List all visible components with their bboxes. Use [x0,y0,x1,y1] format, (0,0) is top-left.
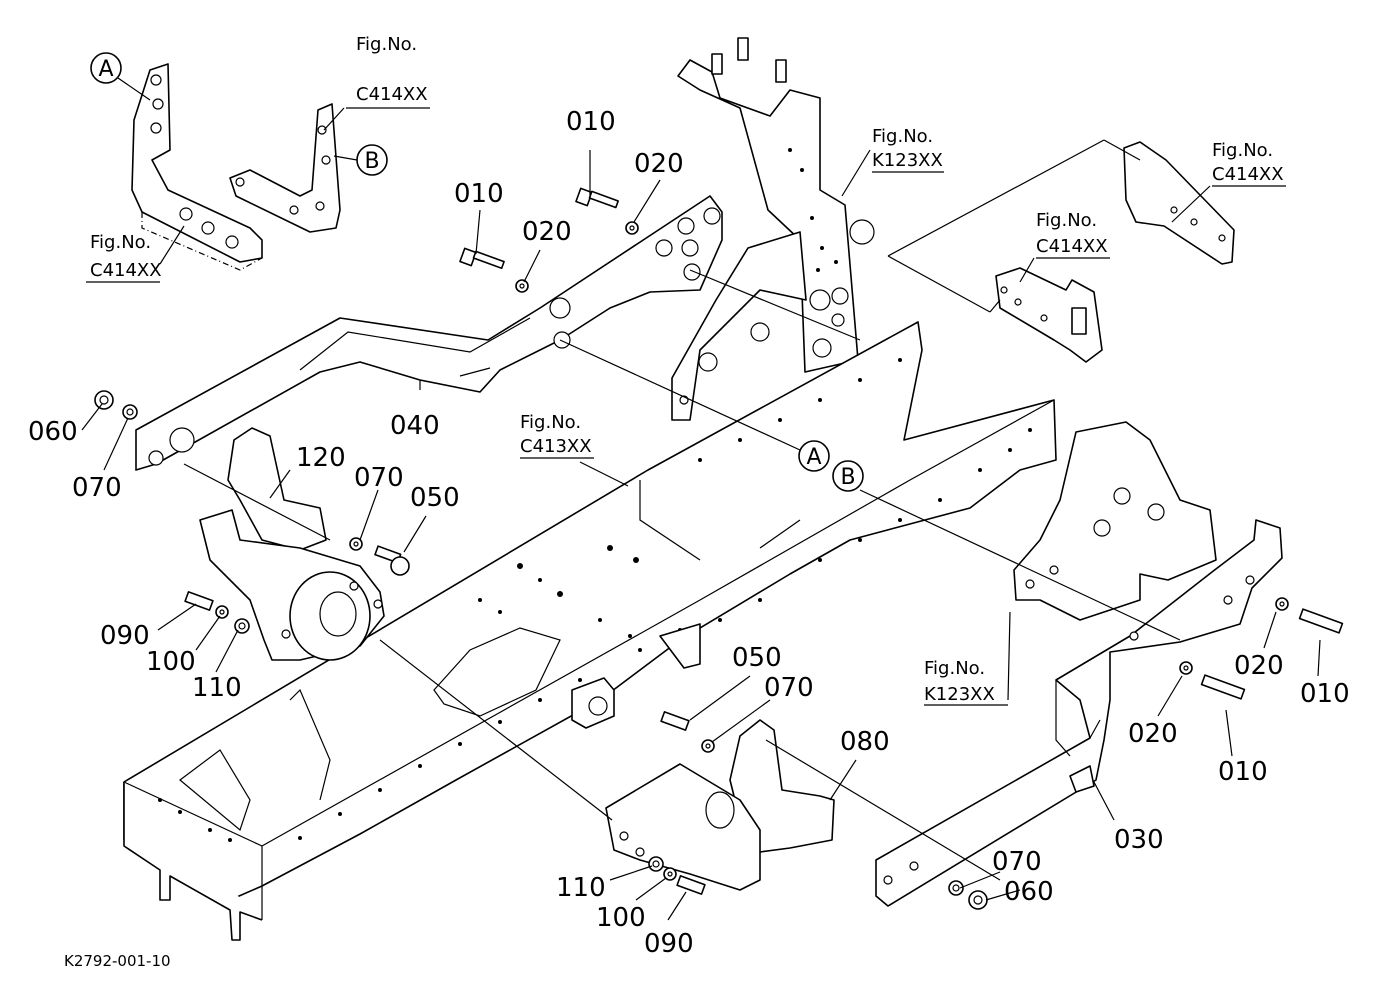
svg-text:Fig.No.: Fig.No. [1212,140,1273,161]
callout-070: 070 [354,463,404,493]
svg-text:C414XX: C414XX [1212,164,1284,185]
upper-vertical-bracket [671,37,875,421]
svg-text:Fig.No.: Fig.No. [1036,210,1097,231]
callout-100: 100 [146,647,196,677]
marker-b-mid: B [832,460,864,492]
callout-080: 080 [840,727,890,757]
svg-text:Fig.No.: Fig.No. [90,232,151,253]
part-030-beam [875,519,1283,907]
svg-text:B: B [364,149,379,174]
callout-020: 020 [634,149,684,179]
svg-text:Fig.No.: Fig.No. [520,412,581,433]
part-040-beam [135,195,723,471]
bolt-010-b [459,247,505,270]
callout-070: 070 [992,847,1042,877]
fig-ref-frame: Fig.No. C413XX [520,412,592,457]
marker-a-mid: A [798,440,830,472]
callout-060: 060 [28,417,78,447]
callout-010: 010 [1218,757,1268,787]
callout-010: 010 [454,179,504,209]
bracket-a-detail [131,63,263,271]
callout-060: 060 [1004,877,1054,907]
right-bracket-detail-lower [995,267,1103,363]
callout-010: 010 [566,107,616,137]
svg-text:A: A [98,57,113,82]
callout-010: 010 [1300,679,1350,709]
svg-text:C414XX: C414XX [90,260,162,281]
callout-110: 110 [556,873,606,903]
drawing-id: K2792-001-10 [64,952,171,970]
callout-090: 090 [100,621,150,651]
fig-ref-bottom-left: Fig.No. C414XX [90,232,162,281]
callout-030: 030 [1114,825,1164,855]
fig-ref-right-top: Fig.No. C414XX [1212,140,1284,185]
callout-070: 070 [72,473,122,503]
fig-ref-upper-center: Fig.No. K123XX [872,126,943,171]
callout-040: 040 [390,411,440,441]
bracket-b-detail [229,103,341,233]
callout-090: 090 [644,929,694,959]
callout-110: 110 [192,673,242,703]
callout-050: 050 [732,643,782,673]
hardware [94,187,1344,910]
callout-100: 100 [596,903,646,933]
callout-050: 050 [410,483,460,513]
callout-070: 070 [764,673,814,703]
fig-ref-lower-right: Fig.No. K123XX [924,658,995,705]
fig-ref-right-mid: Fig.No. C414XX [1036,210,1108,257]
bolt-010-a [575,187,619,209]
right-bracket-detail-upper [1123,141,1235,265]
marker-a-top: A [90,52,122,84]
svg-text:B: B [840,465,855,490]
part-080-mount [605,719,835,891]
svg-text:Fig.No.: Fig.No. [872,126,933,147]
callout-020: 020 [1128,719,1178,749]
svg-text:Fig.No.: Fig.No. [924,658,985,679]
svg-text:K123XX: K123XX [872,150,943,171]
callout-020: 020 [1234,651,1284,681]
callout-120: 120 [296,443,346,473]
right-side-bracket [1013,421,1217,621]
svg-text:K123XX: K123XX [924,684,995,705]
callout-020: 020 [522,217,572,247]
fig-ref-top-left: Fig.No. C414XX [356,34,428,105]
marker-b-top: B [356,144,388,176]
svg-text:Fig.No.: Fig.No. [356,34,417,55]
svg-text:C414XX: C414XX [356,84,428,105]
svg-text:A: A [806,445,821,470]
svg-text:C413XX: C413XX [520,436,592,457]
leader-lines [81,107,1321,921]
part-callouts: 010 020 010 020 040 060 070 120 070 050 … [28,107,1350,959]
svg-text:C414XX: C414XX [1036,236,1108,257]
